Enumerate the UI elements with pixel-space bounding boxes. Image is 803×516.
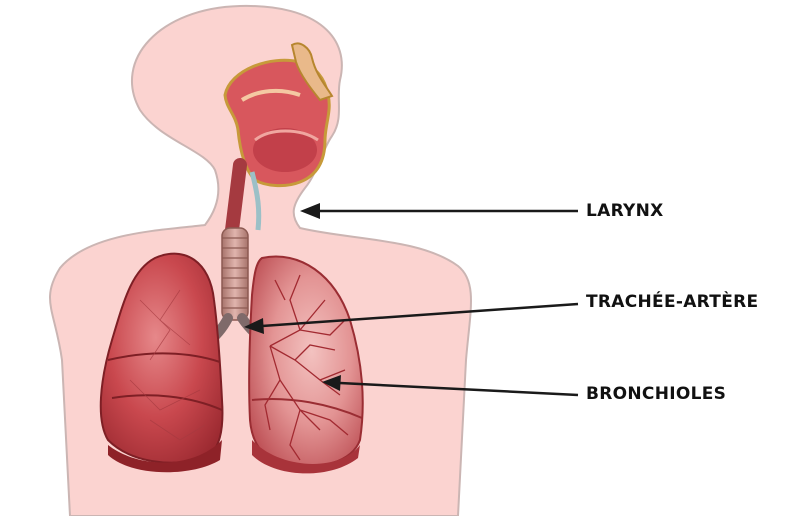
label-larynx: LARYNX [586,201,664,221]
label-trachea: TRACHÉE-ARTÈRE [586,292,758,312]
arrow-head-icon [300,203,320,219]
label-bronchioles: BRONCHIOLES [586,384,726,404]
